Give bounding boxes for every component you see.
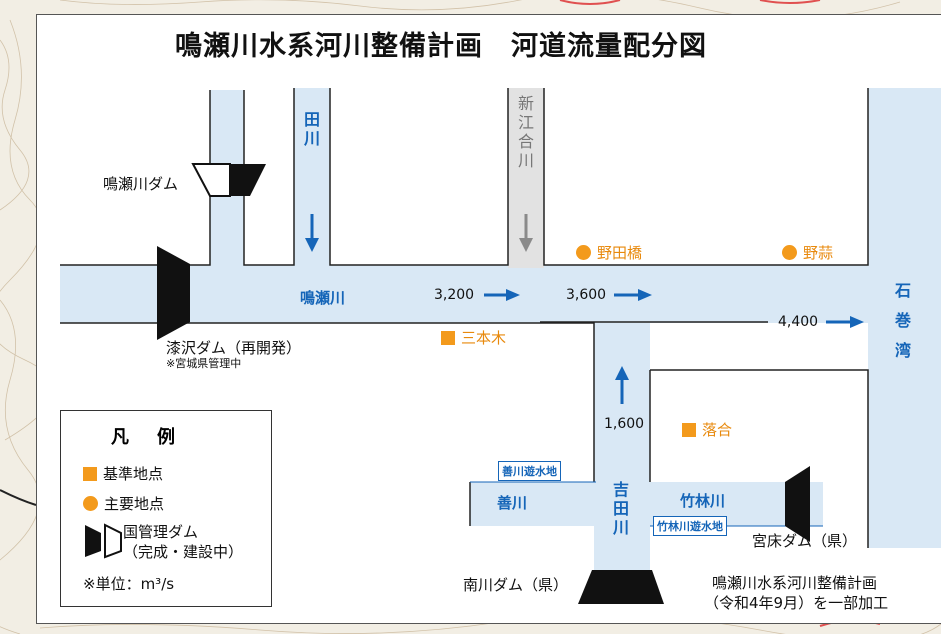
legend-title: 凡例 <box>111 427 203 448</box>
sanbongi-label: 三本木 <box>461 329 507 347</box>
miyatoko-dam-icon <box>785 466 810 542</box>
legend-main-point: 主要地点 <box>83 493 164 514</box>
ishinomaki-bay <box>868 88 941 548</box>
flow-value-3600: 3,600 <box>566 287 607 303</box>
national-dam-icon <box>85 523 122 559</box>
nodabashi-label: 野田橋 <box>597 244 643 262</box>
urushizawa-dam-label: 漆沢ダム（再開発） <box>166 339 302 357</box>
legend-base-point-label: 基準地点 <box>103 465 164 483</box>
base-point-marker-icon <box>682 423 696 437</box>
source-note-line1: 鳴瀬川水系河川整備計画 <box>712 574 878 592</box>
minamikawa-dam-icon <box>578 570 664 604</box>
chikurin-label: 竹林川 <box>680 492 726 510</box>
naruse-river-label: 鳴瀬川 <box>300 289 346 307</box>
urushizawa-dam-note: ※宮城県管理中 <box>166 357 242 370</box>
source-note-line2: （令和4年9月）を一部加工 <box>704 594 889 612</box>
base-point-marker-icon <box>441 331 455 345</box>
naruse-river-channel <box>60 265 890 323</box>
yoshikawa-retention-label: 善川遊水地 <box>498 461 561 481</box>
legend-base-point: 基準地点 <box>83 463 163 484</box>
main-point-marker-icon <box>782 245 797 260</box>
chikurin-retention-label: 竹林川遊水地 <box>653 516 727 536</box>
sanbongi-base-point: 三本木 <box>441 327 506 348</box>
yoshikawa-channel <box>470 482 596 526</box>
noyaru-label: 野蒜 <box>803 244 834 262</box>
diagram-title: 鳴瀬川水系河川整備計画 河道流量配分図 <box>175 31 707 62</box>
yoshikawa-label: 善川 <box>497 494 528 512</box>
ochiai-label: 落合 <box>702 421 733 439</box>
ishinomaki-bay-label: 石巻湾 <box>894 281 911 360</box>
yoshida-river-channel <box>594 320 650 595</box>
legend-main-point-label: 主要地点 <box>104 495 165 513</box>
nodabashi-main-point: 野田橋 <box>576 242 642 263</box>
yoshida-river-label: 吉田川 <box>612 480 629 537</box>
main-point-marker-icon <box>83 496 98 511</box>
legend-dam-line2: （完成・建設中） <box>123 543 244 561</box>
flow-value-3200: 3,200 <box>434 287 475 303</box>
minamikawa-dam-label: 南川ダム（県） <box>463 576 569 594</box>
legend-dam-line1: 国管理ダム <box>123 523 199 541</box>
tagawa-label: 田川 <box>303 110 320 148</box>
naruse-dam-label: 鳴瀬川ダム <box>103 175 179 193</box>
noyaru-main-point: 野蒜 <box>782 242 833 263</box>
main-point-marker-icon <box>576 245 591 260</box>
base-point-marker-icon <box>83 467 97 481</box>
ochiai-base-point: 落合 <box>682 419 732 440</box>
flow-value-4400: 4,400 <box>778 314 819 330</box>
urushizawa-dam-icon <box>157 246 190 340</box>
miyatoko-dam-label: 宮床ダム（県） <box>752 532 858 550</box>
naruse-dam-icon <box>191 163 266 197</box>
legend: 凡例 基準地点 主要地点 国管理ダム （完成・建設中） ※単位：m³/s <box>60 410 272 607</box>
shineai-label: 新江合川 <box>517 94 534 170</box>
flow-value-1600: 1,600 <box>604 416 645 432</box>
legend-unit: ※単位：m³/s <box>83 575 175 593</box>
